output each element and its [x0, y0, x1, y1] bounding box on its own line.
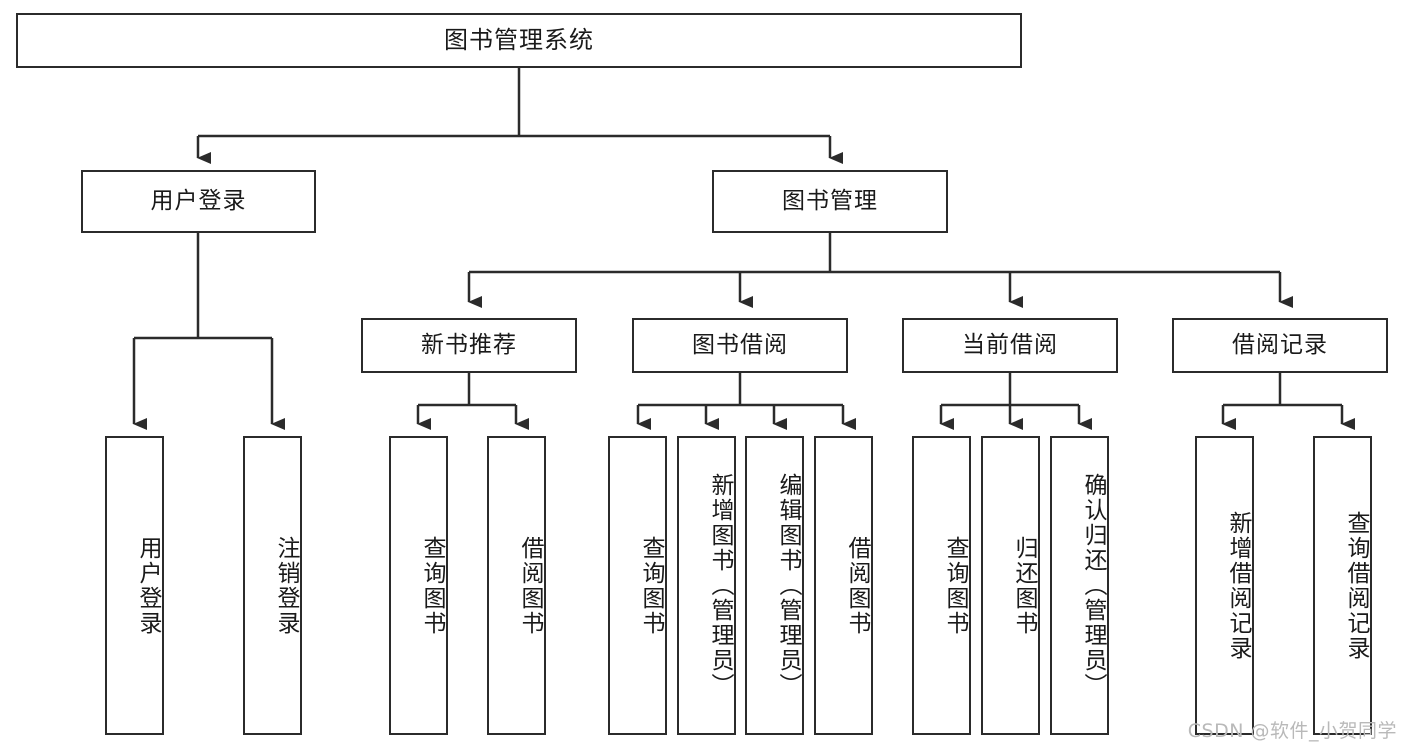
node-root-system[interactable]: 图书管理系统 — [16, 13, 1022, 68]
node-borrow-record[interactable]: 借阅记录 — [1172, 318, 1388, 373]
node-leaf-confirm-return-admin[interactable]: 确认归还（管理员） — [1050, 436, 1109, 735]
node-label: 借阅记录 — [1232, 331, 1328, 358]
node-label: 新增借阅记录 — [1225, 510, 1251, 661]
node-label: 当前借阅 — [962, 331, 1058, 358]
node-label: 图书借阅 — [692, 331, 788, 358]
node-book-management[interactable]: 图书管理 — [712, 170, 948, 233]
node-current-borrow[interactable]: 当前借阅 — [902, 318, 1118, 373]
node-leaf-logout[interactable]: 注销登录 — [243, 436, 302, 735]
watermark: CSDN @软件_小贺同学 — [1187, 720, 1397, 742]
node-leaf-borrow-book-recommend[interactable]: 借阅图书 — [487, 436, 546, 735]
node-label: 新增图书（管理员） — [707, 473, 733, 698]
node-leaf-return-book[interactable]: 归还图书 — [981, 436, 1040, 735]
node-leaf-query-book-recommend[interactable]: 查询图书 — [389, 436, 448, 735]
node-label: 注销登录 — [273, 535, 299, 636]
node-label: 确认归还（管理员） — [1080, 473, 1106, 698]
node-label: 查询图书 — [419, 535, 445, 636]
node-leaf-edit-book-admin[interactable]: 编辑图书（管理员） — [745, 436, 804, 735]
node-label: 图书管理 — [782, 187, 878, 214]
node-user-login[interactable]: 用户登录 — [81, 170, 316, 233]
node-label: 查询图书 — [638, 535, 664, 636]
node-new-book-recommend[interactable]: 新书推荐 — [361, 318, 577, 373]
node-leaf-query-book-current[interactable]: 查询图书 — [912, 436, 971, 735]
node-leaf-borrow-book[interactable]: 借阅图书 — [814, 436, 873, 735]
node-book-borrow[interactable]: 图书借阅 — [632, 318, 848, 373]
node-label: 图书管理系统 — [444, 26, 594, 55]
node-label: 用户登录 — [135, 535, 161, 636]
node-label: 用户登录 — [150, 187, 247, 214]
node-label: 查询图书 — [942, 535, 968, 636]
node-label: 借阅图书 — [844, 535, 870, 636]
node-label: 新书推荐 — [421, 331, 517, 358]
node-label: 借阅图书 — [517, 535, 543, 636]
node-leaf-query-borrow-record[interactable]: 查询借阅记录 — [1313, 436, 1372, 735]
node-leaf-add-book-admin[interactable]: 新增图书（管理员） — [677, 436, 736, 735]
node-leaf-query-book-borrow[interactable]: 查询图书 — [608, 436, 667, 735]
node-label: 编辑图书（管理员） — [775, 473, 801, 698]
node-leaf-add-borrow-record[interactable]: 新增借阅记录 — [1195, 436, 1254, 735]
node-leaf-user-login[interactable]: 用户登录 — [105, 436, 164, 735]
node-label: 归还图书 — [1011, 535, 1037, 636]
node-label: 查询借阅记录 — [1343, 510, 1369, 661]
